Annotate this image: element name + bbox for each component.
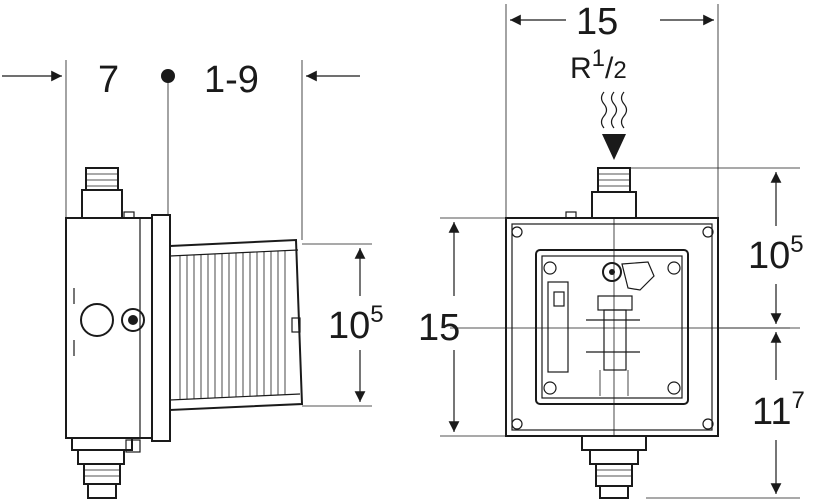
side-view-housing — [65, 214, 171, 442]
front-view-top-connector — [565, 167, 637, 219]
lower-11-7-sup: 7 — [791, 387, 804, 414]
height-15-label: 15 — [418, 307, 460, 349]
side-view-bottom-connector — [71, 437, 141, 499]
lower-11-7-base: 11 — [752, 391, 791, 433]
upper-10-5-sup: 5 — [790, 231, 803, 258]
water-inlet-arrow-icon — [600, 91, 628, 160]
height-10-5-base: 10 — [328, 305, 370, 347]
width-15-label: 15 — [576, 1, 618, 43]
thread-numerator: 1 — [592, 45, 605, 72]
side-view: 7 1-9 — [2, 59, 384, 499]
dim-7-label: 7 — [98, 59, 119, 101]
side-view-top-dimension: 7 1-9 — [2, 59, 360, 240]
svg-text:117: 117 — [752, 387, 805, 433]
front-view: 15 R1/2 — [418, 1, 805, 499]
upper-10-5-base: 10 — [748, 235, 790, 277]
svg-text:R1/2: R1/2 — [570, 45, 627, 85]
thread-prefix: R — [570, 52, 592, 85]
thread-denominator: 2 — [613, 57, 626, 84]
svg-text:105: 105 — [748, 231, 804, 277]
dim-1-9-label: 1-9 — [204, 59, 259, 101]
front-view-bottom-connector — [581, 435, 647, 499]
height-10-5-sup: 5 — [370, 301, 383, 328]
front-view-width-dimension: 15 — [505, 1, 719, 218]
front-view-height-dimension: 15 — [418, 217, 506, 437]
svg-text:105: 105 — [328, 301, 384, 347]
thread-label: R1/2 — [570, 45, 627, 85]
front-view-inner-module — [535, 249, 689, 405]
side-view-top-connector — [81, 167, 135, 219]
front-view-right-dimensions: 105 117 — [630, 167, 805, 499]
side-view-ribbed-sleeve — [169, 238, 304, 412]
side-view-height-dimension: 105 — [302, 243, 384, 407]
